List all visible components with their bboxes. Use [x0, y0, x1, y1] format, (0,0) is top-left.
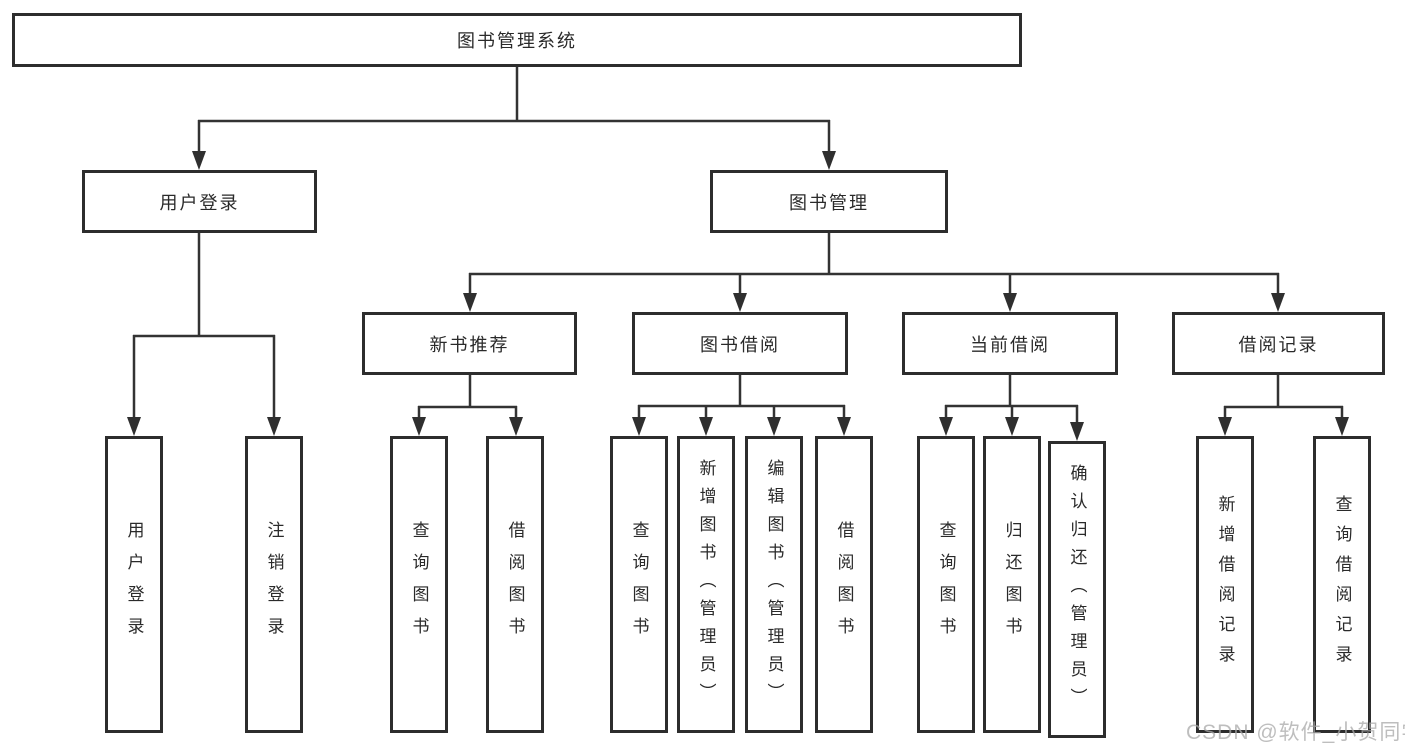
node-new-book-recommend: 新书推荐 — [362, 312, 577, 375]
leaf-user-login-label: 用户登录 — [124, 520, 144, 649]
leaf-user-login: 用户登录 — [105, 436, 163, 733]
leaf-query-books-current: 查询图书 — [917, 436, 975, 733]
node-root: 图书管理系统 — [12, 13, 1022, 67]
leaf-confirm-return-admin: 确认归还（管理员） — [1048, 441, 1106, 738]
leaf-query-borrow-record-label: 查询借阅记录 — [1332, 494, 1352, 675]
leaf-query-books-recommend-label: 查询图书 — [409, 520, 429, 649]
leaf-add-borrow-record: 新增借阅记录 — [1196, 436, 1254, 733]
leaf-borrow-books: 借阅图书 — [815, 436, 873, 733]
node-user-login: 用户登录 — [82, 170, 317, 233]
node-book-borrow-label: 图书借阅 — [700, 334, 780, 355]
leaf-return-books-label: 归还图书 — [1002, 520, 1022, 649]
csdn-watermark: CSDN @软件_小贺同学 — [1186, 721, 1405, 744]
leaf-add-book-admin-label: 新增图书（管理员） — [696, 458, 716, 711]
node-root-label: 图书管理系统 — [457, 31, 577, 51]
node-current-borrow-label: 当前借阅 — [970, 334, 1050, 355]
leaf-return-books: 归还图书 — [983, 436, 1041, 733]
leaf-query-borrow-record: 查询借阅记录 — [1313, 436, 1371, 733]
leaf-borrow-books-label: 借阅图书 — [834, 520, 854, 649]
leaf-borrow-books-recommend-label: 借阅图书 — [505, 520, 525, 649]
leaf-add-book-admin: 新增图书（管理员） — [677, 436, 735, 733]
node-book-management-label: 图书管理 — [789, 192, 869, 213]
node-current-borrow: 当前借阅 — [902, 312, 1118, 375]
node-user-login-label: 用户登录 — [159, 192, 240, 213]
node-borrow-records-label: 借阅记录 — [1238, 334, 1319, 355]
leaf-edit-book-admin: 编辑图书（管理员） — [745, 436, 803, 733]
leaf-edit-book-admin-label: 编辑图书（管理员） — [764, 458, 784, 711]
leaf-borrow-books-recommend: 借阅图书 — [486, 436, 544, 733]
node-borrow-records: 借阅记录 — [1172, 312, 1385, 375]
node-book-borrow: 图书借阅 — [632, 312, 848, 375]
node-new-book-recommend-label: 新书推荐 — [429, 334, 510, 355]
node-book-management: 图书管理 — [710, 170, 948, 233]
leaf-add-borrow-record-label: 新增借阅记录 — [1215, 494, 1235, 675]
leaf-logout: 注销登录 — [245, 436, 303, 733]
leaf-query-books-borrow: 查询图书 — [610, 436, 668, 733]
leaf-logout-label: 注销登录 — [264, 520, 284, 649]
leaf-query-books-recommend: 查询图书 — [390, 436, 448, 733]
leaf-query-books-current-label: 查询图书 — [936, 520, 956, 649]
leaf-query-books-borrow-label: 查询图书 — [629, 520, 649, 649]
leaf-confirm-return-admin-label: 确认归还（管理员） — [1067, 463, 1087, 716]
